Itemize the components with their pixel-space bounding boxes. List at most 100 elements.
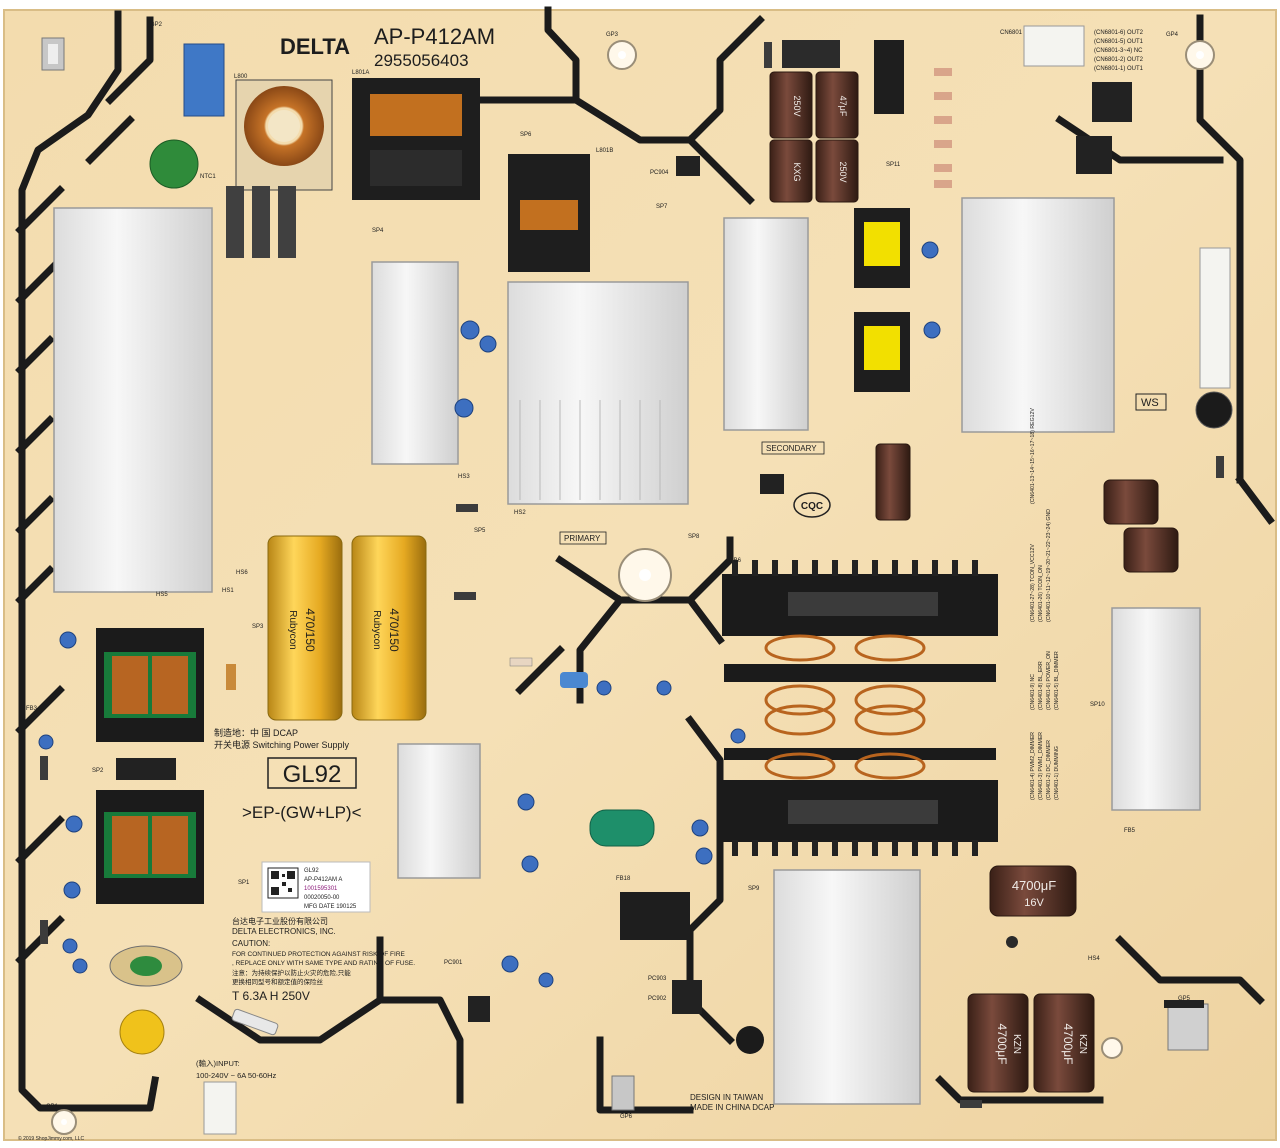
made-location: MADE IN CHINA DCAP [690, 1103, 774, 1112]
sticker-code: GL92 [304, 868, 319, 874]
cn6801-pin-2: (CN6801-5) OUT1 [1094, 39, 1144, 45]
y-capacitors [38, 241, 941, 988]
ref-label: GP1 [46, 1104, 59, 1110]
bulk-cap-2-brand: Rubycon [371, 610, 382, 649]
cap-rating-3: KXG [792, 162, 802, 181]
ref-label: PC902 [648, 996, 667, 1002]
cn6401-pin-g: (CN6401-6) POWER_ON [1046, 651, 1052, 710]
cqc-mark: CQC [801, 501, 823, 512]
ref-label: SP6 [520, 132, 532, 138]
caution-cn-1: 注意：为持续保护以防止火灾的危险,只能 [232, 968, 351, 977]
fuse-rating: T 6.3A H 250V [232, 989, 310, 1003]
ref-label: SP1 [238, 880, 250, 886]
cn6801-pin-4: (CN6801-2) OUT2 [1094, 57, 1144, 63]
ref-label: SP4 [372, 228, 384, 234]
ref-label: SP3 [252, 624, 264, 630]
line-filters [96, 628, 204, 904]
ref-label: FB6 [730, 558, 742, 564]
ref-label: HS3 [458, 474, 470, 480]
cn6401-pin-d: (CN6401-10~11~12~19~20~21~22~23~24) GND [1046, 509, 1052, 622]
cn6801-pin-1: (CN6801-6) OUT2 [1094, 30, 1144, 36]
pfc-inductor [235, 79, 333, 191]
output-cap-1-voltage: 16V [1024, 897, 1044, 909]
ref-label: GP6 [620, 1114, 633, 1120]
cn6401-pin-f: (CN6401-8) BL_ERR [1038, 661, 1044, 710]
caution-cn-2: 更换相同型号和额定值的保险丝 [232, 977, 324, 986]
ref-label: FB18 [616, 876, 631, 882]
cn6401-pin-e: (CN6401-9) NC [1030, 674, 1036, 710]
supply-type: 开关电源 Switching Power Supply [214, 739, 350, 750]
input-label: (輸入)INPUT: [196, 1058, 240, 1068]
ref-label: SP9 [748, 886, 760, 892]
connectors [203, 25, 1231, 1135]
ref-label: HS1 [222, 588, 234, 594]
cn6401-pin-c: (CN6401-26) TCON_ON [1038, 565, 1044, 622]
ref-label: GP3 [606, 32, 619, 38]
ref-label: HS5 [156, 592, 168, 598]
primary-label: PRIMARY [564, 534, 601, 543]
cn6401-pin-i: (CN6401-4) PWM2_DIMMER [1030, 732, 1036, 800]
silkscreen-text: DELTA AP-P412AM 2955056403 GL92 >EP-(GW+… [18, 24, 1167, 1142]
bulk-cap-1-rating: 470/150 [303, 608, 317, 652]
cap-rating-2: 47μF [838, 96, 848, 117]
cap-rating-1: 250V [792, 95, 802, 116]
board-part-number: 2955056403 [374, 51, 469, 70]
bulk-cap-2-rating: 470/150 [387, 608, 401, 652]
ref-label: SP2 [92, 768, 104, 774]
caution-line-2: , REPLACE ONLY WITH SAME TYPE AND RATING… [232, 960, 415, 967]
manufacturing-sticker: GL92 AP-P412AM A 1001595301 00020050-00 … [261, 861, 371, 913]
standby-transformers [352, 78, 910, 392]
ref-label: SP5 [474, 528, 486, 534]
ref-label: L801A [352, 70, 369, 76]
ref-label: GP4 [1166, 32, 1179, 38]
sticker-serial: 1001595301 [304, 886, 338, 892]
axial-components [40, 42, 1224, 1108]
output-cap-2-capacity: 4700μF [995, 1024, 1009, 1065]
ref-label: GP5 [1178, 996, 1191, 1002]
cn6801-pin-3: (CN6801-3~4) NC [1094, 48, 1143, 54]
board-model: AP-P412AM [374, 24, 495, 49]
sticker-number: 00020050-00 [304, 895, 340, 901]
cn6401-pin-j: (CN6401-3) PWM1_DIMMER [1038, 732, 1044, 800]
cn6401-pin-k: (CN6401-2) DC_DIMMER [1046, 740, 1052, 800]
cn6401-pin-l: (CN6401-1) DUMMING [1054, 746, 1060, 800]
design-location: DESIGN IN TAIWAN [690, 1093, 763, 1102]
ref-label: PC904 [650, 170, 669, 176]
ref-label: FB3 [26, 706, 38, 712]
bulk-capacitors: 470/150 470/150 Rubycon Rubycon [267, 535, 427, 721]
cap-rating-4: 250V [838, 161, 848, 182]
cn6401-pin-a: (CN6401-13~14~15~16~17~18) REG12V [1030, 408, 1036, 504]
ref-label: HS6 [236, 570, 248, 576]
delta-logo: DELTA [280, 34, 350, 59]
main-transformer [722, 560, 998, 856]
ref-label: HS4 [1088, 956, 1100, 962]
ref-label: SP11 [886, 162, 901, 168]
cn6401-pin-b: (CN6401-27~28) TCON_VCC12V [1030, 544, 1036, 622]
ground-clips [41, 37, 1209, 1111]
ref-label: GP2 [150, 22, 163, 28]
input-spec: 100-240V ~ 6A 50-60Hz [196, 1071, 277, 1080]
company-en: DELTA ELECTRONICS, INC. [232, 927, 336, 936]
ref-label: NTC1 [200, 174, 216, 180]
cn6801-pin-5: (CN6801-1) OUT1 [1094, 66, 1144, 72]
output-cap-1-capacity: 4700μF [1012, 878, 1056, 893]
sticker-date: MFG DATE 190125 [304, 904, 357, 910]
ws-mark: WS [1141, 397, 1159, 409]
ref-label: PC901 [444, 960, 463, 966]
cn6801-pin-list: CN6801 (CN6801-6) OUT2 (CN6801-5) OUT1 (… [1000, 30, 1144, 72]
platform-code: GL92 [283, 761, 342, 788]
ref-label: L801B [596, 148, 613, 154]
cn6401-pin-list: (CN6401-13~14~15~16~17~18) REG12V (CN640… [1030, 408, 1060, 800]
ref-label: PC903 [648, 976, 667, 982]
secondary-label: SECONDARY [766, 444, 817, 453]
cn6401-pin-h: (CN6401-5) BL_DIMMER [1054, 651, 1060, 710]
variant-code: >EP-(GW+LP)< [242, 803, 362, 822]
semiconductors [116, 40, 1204, 1022]
ref-label: FB5 [1124, 828, 1136, 834]
ref-label: SP10 [1090, 702, 1105, 708]
reference-designators: GP2 GP3 GP4 GP5 GP6 GP1 L800 L801A L801B… [26, 22, 1191, 1120]
caution-line-1: FOR CONTINUED PROTECTION AGAINST RISK OF… [232, 951, 406, 958]
sticker-model: AP-P412AM A [304, 877, 342, 883]
fuse [231, 1008, 279, 1036]
